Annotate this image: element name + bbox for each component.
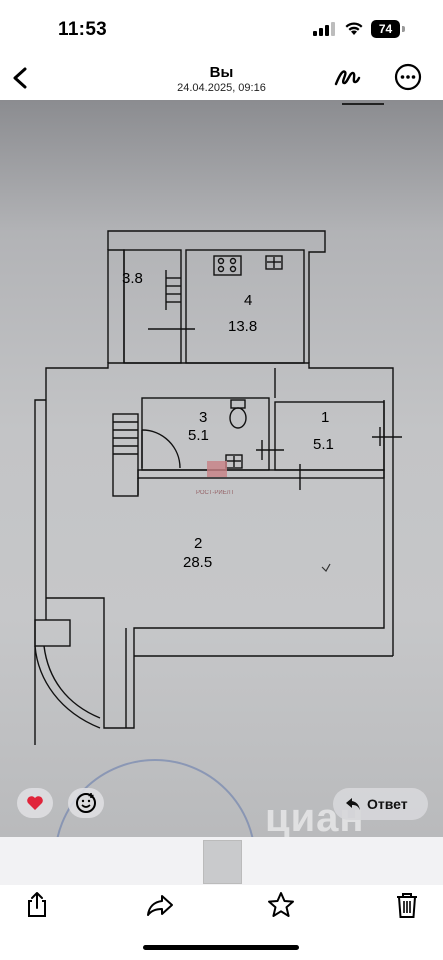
- floor-plan-photo[interactable]: РОСТ-РИЕЛТ 3.8 4 13.8 3 5.1 1 5.1 2 28.5: [0, 100, 443, 837]
- share-icon[interactable]: [22, 890, 52, 920]
- star-icon[interactable]: [266, 890, 296, 920]
- battery-level: 74: [371, 20, 400, 38]
- markup-icon[interactable]: [332, 62, 362, 92]
- nav-bar: Вы 24.04.2025, 09:16: [0, 56, 443, 100]
- room-area-28.5: 28.5: [183, 554, 213, 571]
- home-indicator: [143, 945, 299, 950]
- more-icon[interactable]: [393, 62, 423, 92]
- sticker-button[interactable]: [68, 788, 104, 818]
- status-bar: 11:53 74: [0, 0, 443, 56]
- svg-text:РОСТ-РИЕЛТ: РОСТ-РИЕЛТ: [196, 490, 235, 496]
- room-area-5.1-b: 5.1: [313, 436, 334, 453]
- photo-thumbnail[interactable]: [203, 840, 242, 884]
- sticker-icon: [76, 793, 96, 813]
- message-timestamp: 24.04.2025, 09:16: [177, 82, 266, 94]
- room-number-3: 3: [199, 409, 208, 426]
- room-area-3.8: 3.8: [122, 270, 143, 287]
- trash-icon[interactable]: [392, 890, 422, 920]
- room-number-4: 4: [244, 292, 253, 309]
- battery-tip: [402, 26, 405, 32]
- room-area-13.8: 13.8: [228, 318, 258, 335]
- back-icon[interactable]: [6, 60, 36, 96]
- forward-icon[interactable]: [145, 890, 175, 920]
- thumbnail-strip: [0, 837, 443, 885]
- sender-title: Вы: [209, 64, 234, 81]
- heart-reaction-button[interactable]: [17, 788, 53, 818]
- battery-indicator: 74: [371, 20, 405, 38]
- heart-icon: [27, 796, 43, 810]
- floor-plan-drawing: РОСТ-РИЕЛТ: [34, 103, 402, 837]
- cellular-signal-icon: [313, 22, 335, 36]
- room-area-5.1-a: 5.1: [188, 427, 209, 444]
- status-time: 11:53: [58, 19, 108, 40]
- reply-button[interactable]: Ответ: [333, 788, 428, 820]
- room-number-2: 2: [194, 535, 203, 552]
- wifi-icon: [345, 22, 363, 35]
- reply-icon: [346, 798, 360, 810]
- reply-label: Ответ: [367, 796, 408, 812]
- room-number-1: 1: [321, 409, 330, 426]
- bottom-toolbar: [0, 885, 443, 960]
